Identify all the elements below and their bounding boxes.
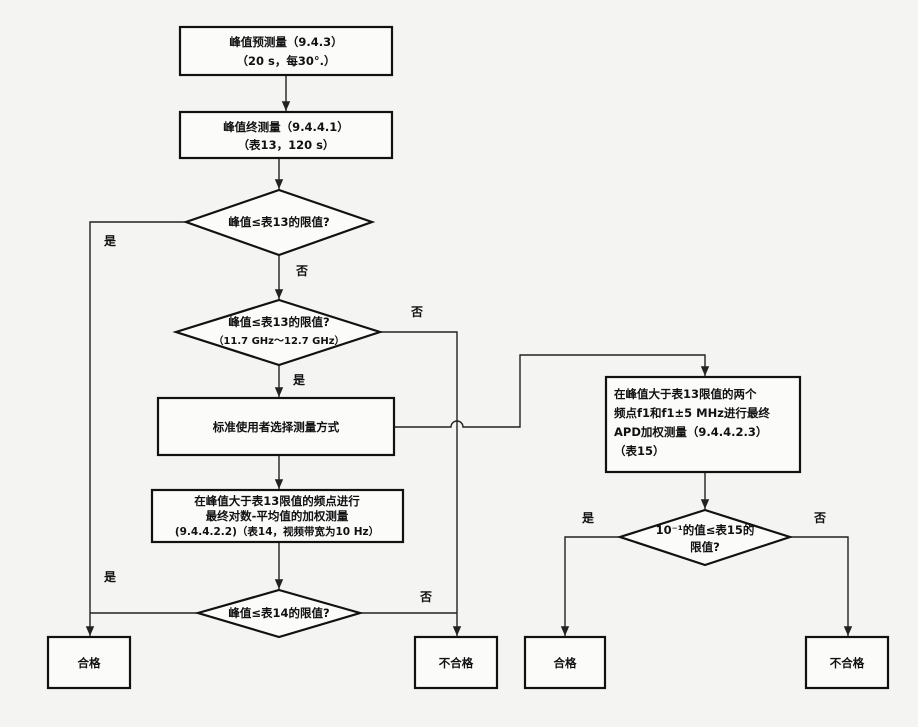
d2-no-label: 否 [410, 305, 423, 319]
pass-right-text: 合格 [554, 656, 577, 670]
log-average-box: 在峰值大于表13限值的频点进行 最终对数-平均值的加权测量 (9.4.4.2.2… [150, 488, 405, 544]
fail-left-text: 不合格 [439, 656, 474, 670]
log-average-line1: 在峰值大于表13限值的频点进行 [194, 494, 360, 508]
fail-right-box: 不合格 [804, 635, 890, 690]
d2-yes-label: 是 [292, 373, 306, 387]
decision-1: 峰值≤表13的限值? [182, 188, 376, 257]
final-measure-line2: （表13，120 s） [238, 138, 335, 152]
log-average-line3: (9.4.4.2.2)（表14，视频带宽为10 Hz） [175, 525, 379, 538]
decision-4-line1: 10⁻¹的值≤表15的 [656, 523, 755, 537]
d4-yes-label: 是 [581, 511, 595, 525]
decision-3-text: 峰值≤表14的限值? [228, 606, 329, 620]
apd-line1: 在峰值大于表13限值的两个 [614, 387, 757, 401]
final-measure-line1: 峰值终测量（9.4.4.1） [223, 120, 349, 134]
apd-box: 在峰值大于表13限值的两个 频点f1和f1±5 MHz进行最终 APD加权测量（… [604, 375, 802, 474]
apd-line4: （表15） [614, 444, 665, 458]
d3-no-label: 否 [419, 590, 432, 604]
decision-1-text: 峰值≤表13的限值? [228, 215, 329, 229]
fail-right-text: 不合格 [830, 656, 865, 670]
pre-measure-line1: 峰值预测量（9.4.3） [229, 35, 342, 49]
select-method-box: 标准使用者选择测量方式 [156, 396, 396, 457]
pre-measure-line2: （20 s，每30°.） [237, 54, 336, 68]
log-average-line2: 最终对数-平均值的加权测量 [206, 509, 349, 523]
connectors [85, 75, 853, 636]
apd-line3: APD加权测量（9.4.4.2.3） [614, 425, 767, 439]
decision-2-line2: （11.7 GHz～12.7 GHz） [213, 334, 344, 347]
pass-left-box: 合格 [46, 635, 132, 690]
final-measure-box: 峰值终测量（9.4.4.1） （表13，120 s） [178, 110, 394, 160]
decision-4-line2: 限值? [690, 540, 720, 554]
decision-2: 峰值≤表13的限值? （11.7 GHz～12.7 GHz） [172, 298, 384, 367]
decision-2-line1: 峰值≤表13的限值? [228, 315, 329, 329]
pass-left-text: 合格 [78, 656, 101, 670]
d1-no-label: 否 [295, 264, 308, 278]
pass-right-box: 合格 [523, 635, 607, 690]
fail-left-box: 不合格 [413, 635, 499, 690]
edge-labels: 是 否 是 否 是 否 是 否 [103, 234, 826, 604]
d4-no-label: 否 [813, 511, 826, 525]
decision-3: 峰值≤表14的限值? [194, 588, 364, 639]
decision-4: 10⁻¹的值≤表15的 限值? [616, 508, 794, 567]
pre-measure-box: 峰值预测量（9.4.3） （20 s，每30°.） [178, 25, 394, 77]
apd-line2: 频点f1和f1±5 MHz进行最终 [614, 406, 770, 420]
d3-yes-label: 是 [103, 570, 117, 584]
select-method-text: 标准使用者选择测量方式 [212, 420, 340, 434]
d1-yes-label: 是 [103, 234, 117, 248]
